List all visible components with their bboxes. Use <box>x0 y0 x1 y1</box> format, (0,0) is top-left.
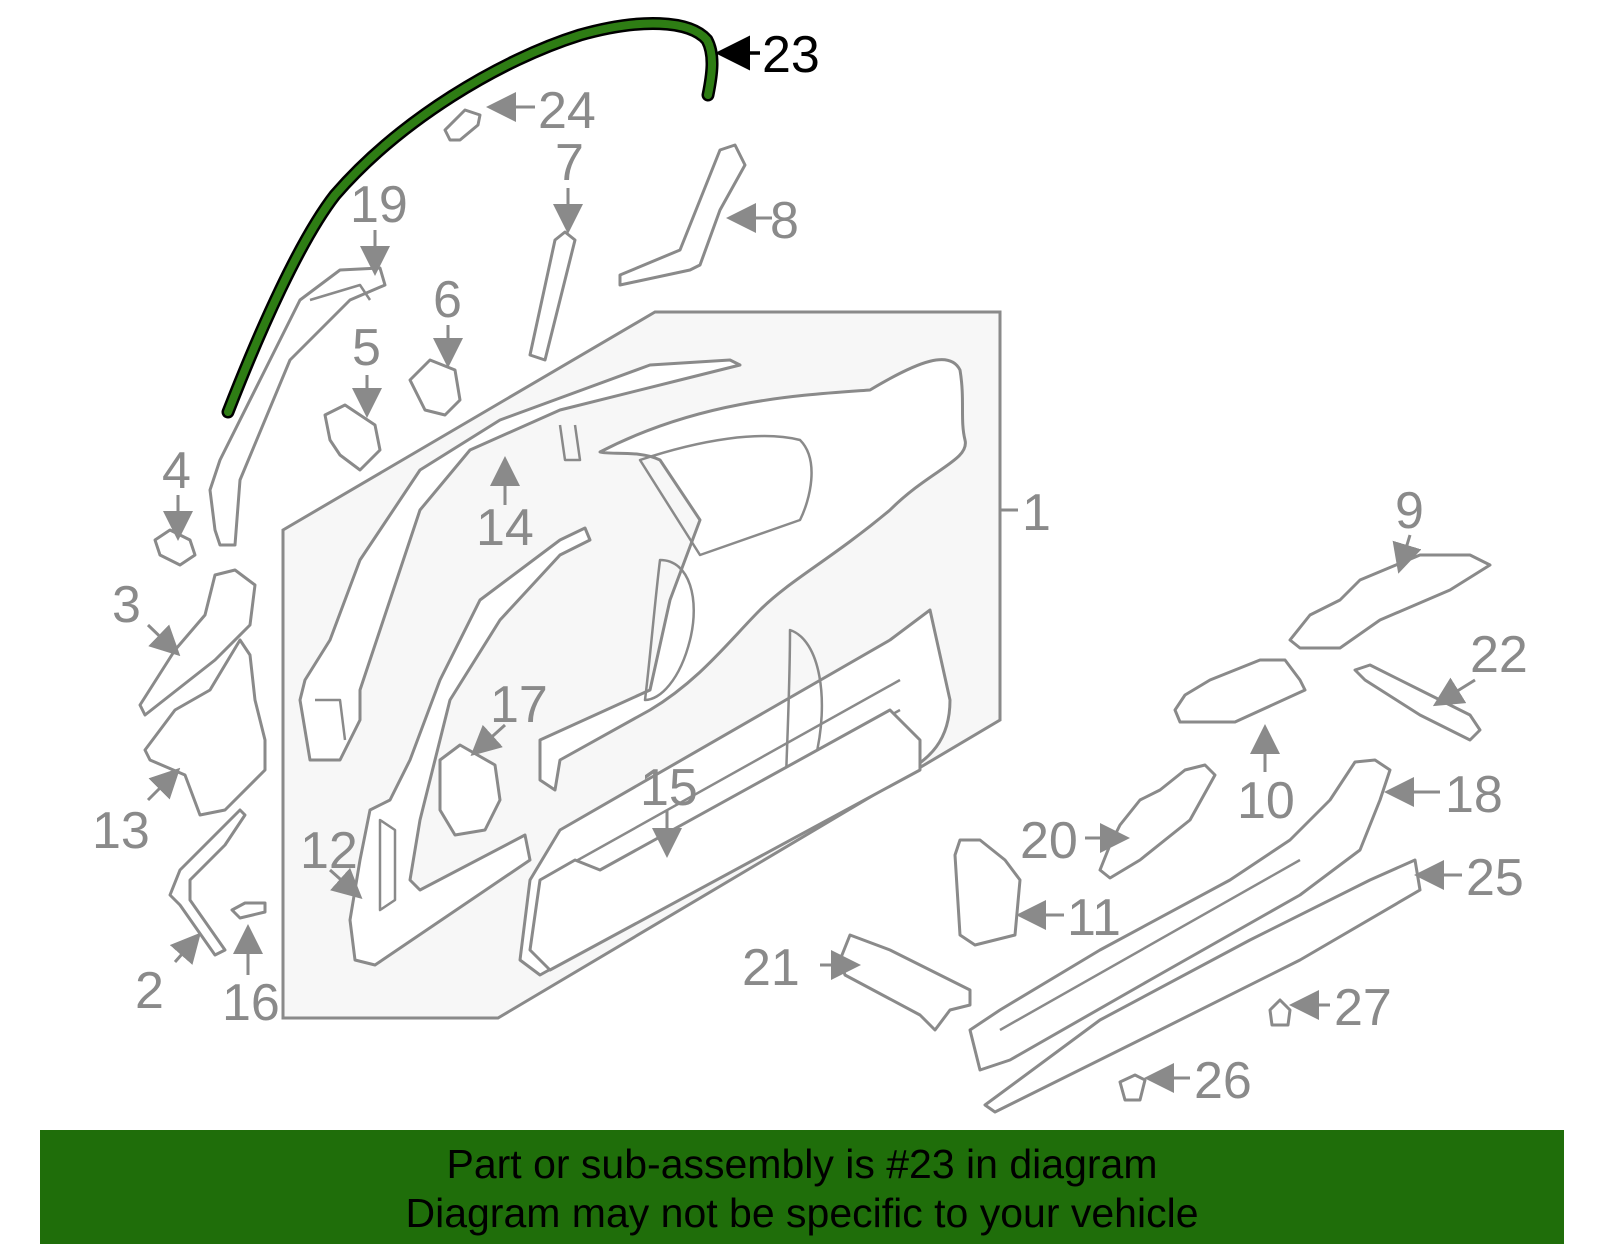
part-27-clip <box>1268 998 1292 1027</box>
callout-2: 2 <box>135 962 164 1020</box>
part-20-reinforcement <box>1098 763 1217 880</box>
callout-26: 26 <box>1194 1052 1252 1110</box>
part-12-b-pillar <box>348 526 592 967</box>
parts-diagram: 23 24 7 8 19 6 5 14 1 4 3 13 2 16 12 17 … <box>92 17 1528 1114</box>
callout-24: 24 <box>538 82 596 140</box>
part-13-hinge-pillar <box>143 638 267 817</box>
callout-1: 1 <box>1022 484 1051 542</box>
callout-25: 25 <box>1466 849 1524 907</box>
part-2-pillar-trim <box>168 808 247 957</box>
part-10-floor-plate <box>1173 658 1307 724</box>
part-24-clip <box>443 108 482 142</box>
callout-17: 17 <box>490 676 548 734</box>
info-banner: Part or sub-assembly is #23 in diagram D… <box>40 1130 1564 1244</box>
callout-5: 5 <box>352 319 381 377</box>
part-4-bracket <box>153 528 197 567</box>
part-6-bracket <box>408 358 462 417</box>
part-15-rocker-inner <box>528 708 922 972</box>
part-7-trim-strip <box>528 230 577 362</box>
part-11-panel <box>953 838 1022 947</box>
callout-6: 6 <box>433 271 462 329</box>
banner-part-note: Part or sub-assembly is #23 in diagram <box>446 1141 1158 1187</box>
callout-3: 3 <box>112 576 141 634</box>
part-19-a-pillar-inner <box>208 266 387 547</box>
callout-13: 13 <box>92 802 150 860</box>
callout-19: 19 <box>350 176 408 234</box>
part-23-roof-weatherstrip-fill <box>224 19 716 416</box>
part-5-bracket <box>323 403 382 472</box>
callout-27: 27 <box>1334 979 1392 1037</box>
callout-12: 12 <box>300 822 358 880</box>
callout-16: 16 <box>222 974 280 1032</box>
part-26-plug <box>1118 1073 1147 1102</box>
part-21-jack-bracket <box>838 933 972 1032</box>
part-9-floor-reinforcement <box>1288 553 1492 650</box>
callout-9: 9 <box>1395 482 1424 540</box>
callout-7: 7 <box>555 134 584 192</box>
callout-arrows <box>146 35 1476 1093</box>
callout-15: 15 <box>640 759 698 817</box>
callout-4: 4 <box>162 442 191 500</box>
part-18-rocker <box>968 758 1392 1072</box>
callout-14: 14 <box>476 499 534 557</box>
callout-10: 10 <box>1237 772 1295 830</box>
callout-11: 11 <box>1067 889 1121 947</box>
callout-18: 18 <box>1445 766 1503 824</box>
callout-23: 23 <box>762 26 820 84</box>
part-3-reinforcement <box>138 568 257 717</box>
part-22-sill-bracket <box>1353 663 1482 742</box>
callout-20: 20 <box>1020 812 1078 870</box>
part-17-bracket <box>438 743 502 837</box>
part-16-plate <box>230 901 267 920</box>
part-14-roof-rail <box>298 358 742 762</box>
callout-21: 21 <box>742 939 800 997</box>
callout-labels: 23 24 7 8 19 6 5 14 1 4 3 13 2 16 12 17 … <box>92 26 1528 1110</box>
callout-22: 22 <box>1470 626 1528 684</box>
banner-disclaimer: Diagram may not be specific to your vehi… <box>405 1190 1199 1236</box>
callout-8: 8 <box>770 192 799 250</box>
part-8-c-pillar-inner <box>618 143 747 287</box>
